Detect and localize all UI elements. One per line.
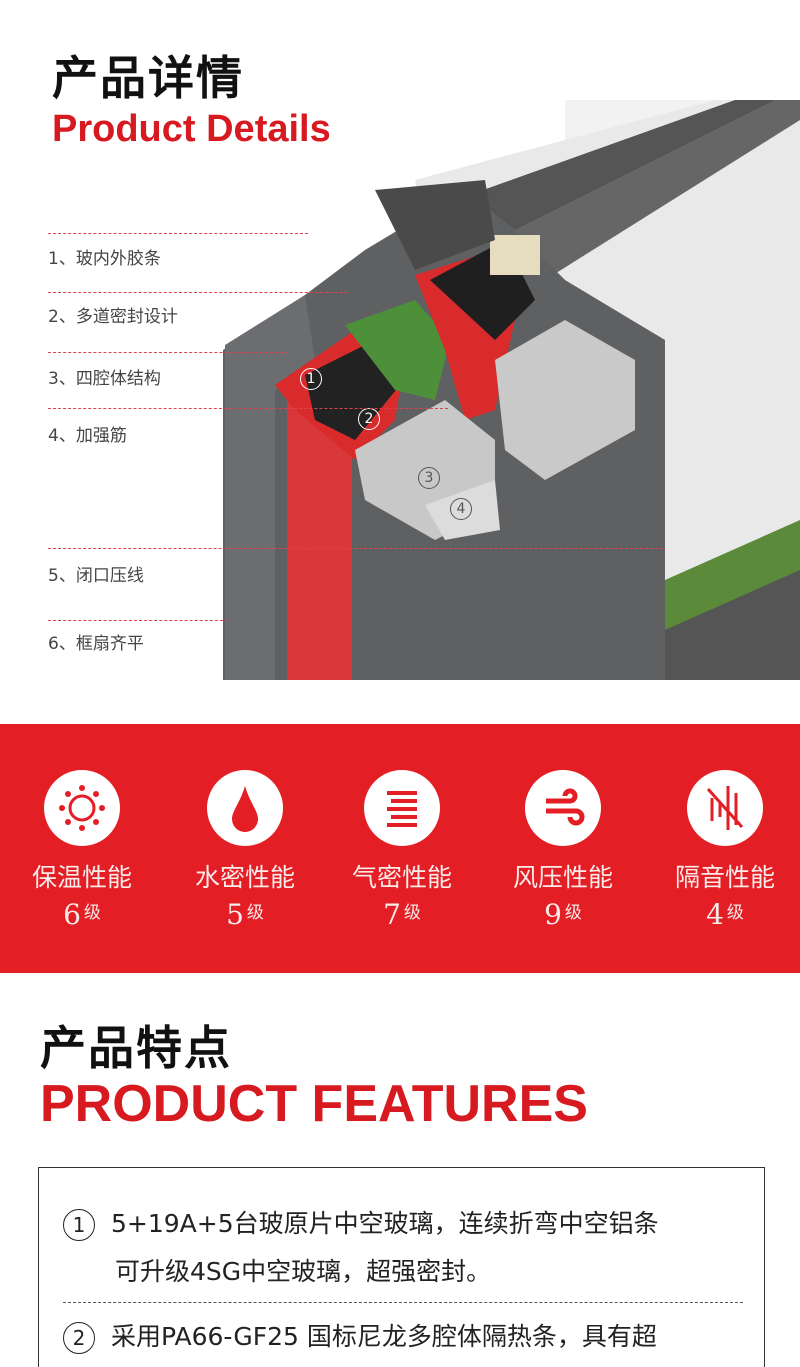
detail-label-5: 5、闭口压线 (48, 566, 144, 586)
feature-text: 采用PA66-GF25 国标尼龙多腔体隔热条，具有超 (111, 1322, 657, 1351)
callout-2: 2 (358, 408, 380, 430)
detail-label-2: 2、多道密封设计 (48, 307, 178, 327)
detail-label-6: 6、框扇齐平 (48, 634, 144, 654)
callout-1: 1 (300, 368, 322, 390)
detail-label-4: 4、加强筋 (48, 426, 127, 446)
dashed-line (48, 548, 663, 549)
dashed-line (48, 352, 288, 353)
water-drop-icon (207, 770, 283, 846)
callout-4: 4 (450, 498, 472, 520)
details-title-cn: 产品详情 (52, 51, 244, 105)
features-title-en: PRODUCT FEATURES (40, 1075, 588, 1133)
performance-label: 风压性能 (512, 863, 613, 892)
performance-label: 气密性能 (351, 863, 452, 892)
performance-label: 水密性能 (194, 863, 295, 892)
feature-number: 1 (63, 1209, 95, 1241)
callout-3: 3 (418, 467, 440, 489)
sun-icon (44, 770, 120, 846)
wind-icon (525, 770, 601, 846)
divider (63, 1302, 743, 1303)
performance-label: 保温性能 (31, 863, 132, 892)
air-icon (364, 770, 440, 846)
feature-text: 可升级4SG中空玻璃，超强密封。 (115, 1257, 492, 1286)
detail-label-1: 1、玻内外胶条 (48, 249, 161, 269)
dashed-line (48, 620, 228, 621)
feature-item-1: 1 5+19A+5台玻原片中空玻璃，连续折弯中空铝条 可升级4SG中空玻璃，超强密… (63, 1200, 659, 1296)
feature-text: 5+19A+5台玻原片中空玻璃，连续折弯中空铝条 (111, 1209, 659, 1238)
dashed-line (48, 408, 448, 409)
sound-insulation-icon (687, 770, 763, 846)
features-box: 1 5+19A+5台玻原片中空玻璃，连续折弯中空铝条 可升级4SG中空玻璃，超强密… (38, 1167, 765, 1367)
performance-label: 隔音性能 (674, 863, 775, 892)
detail-label-3: 3、四腔体结构 (48, 369, 161, 389)
dashed-line (48, 292, 348, 293)
dashed-line (48, 233, 308, 234)
features-title-cn: 产品特点 (40, 1021, 232, 1075)
window-profile-illustration (223, 100, 800, 680)
performance-band (0, 724, 800, 973)
details-title-en: Product Details (52, 108, 331, 150)
feature-number: 2 (63, 1322, 95, 1354)
